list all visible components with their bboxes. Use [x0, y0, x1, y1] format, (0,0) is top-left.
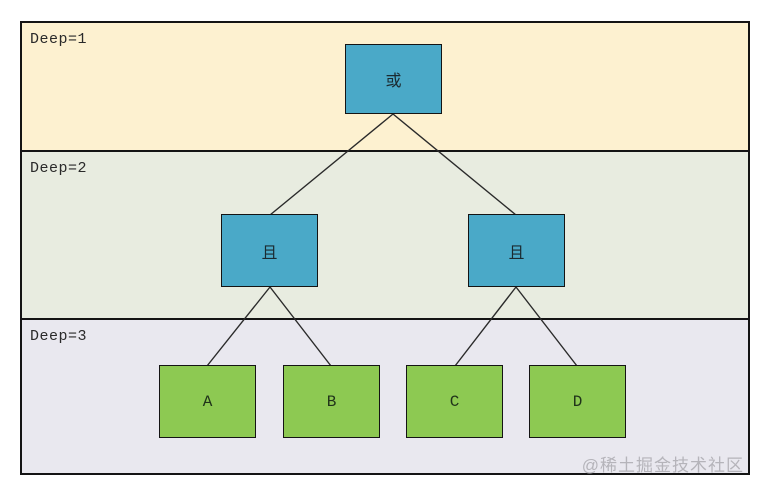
watermark-text: @稀土掘金技术社区: [581, 456, 744, 475]
leaf-node-c-label: C: [449, 392, 460, 411]
leaf-node-a: A: [159, 365, 256, 438]
depth-band-2-label: Deep=2: [30, 160, 88, 177]
operator-node-and-left: 且: [221, 214, 318, 287]
operator-node-and-left-label: 且: [261, 244, 278, 263]
leaf-node-c: C: [406, 365, 503, 438]
root-node-or: 或: [345, 44, 442, 114]
leaf-node-d-label: D: [572, 392, 583, 411]
leaf-node-b-label: B: [326, 392, 337, 411]
operator-node-and-right-label: 且: [508, 244, 525, 263]
root-node-label: 或: [385, 73, 402, 91]
depth-band-1-label: Deep=1: [30, 31, 88, 48]
leaf-node-b: B: [283, 365, 380, 438]
leaf-node-d: D: [529, 365, 626, 438]
depth-band-2: Deep=2: [20, 150, 750, 320]
leaf-node-a-label: A: [202, 392, 213, 411]
operator-node-and-right: 且: [468, 214, 565, 287]
depth-band-3: Deep=3: [20, 318, 750, 475]
depth-band-3-label: Deep=3: [30, 328, 88, 345]
